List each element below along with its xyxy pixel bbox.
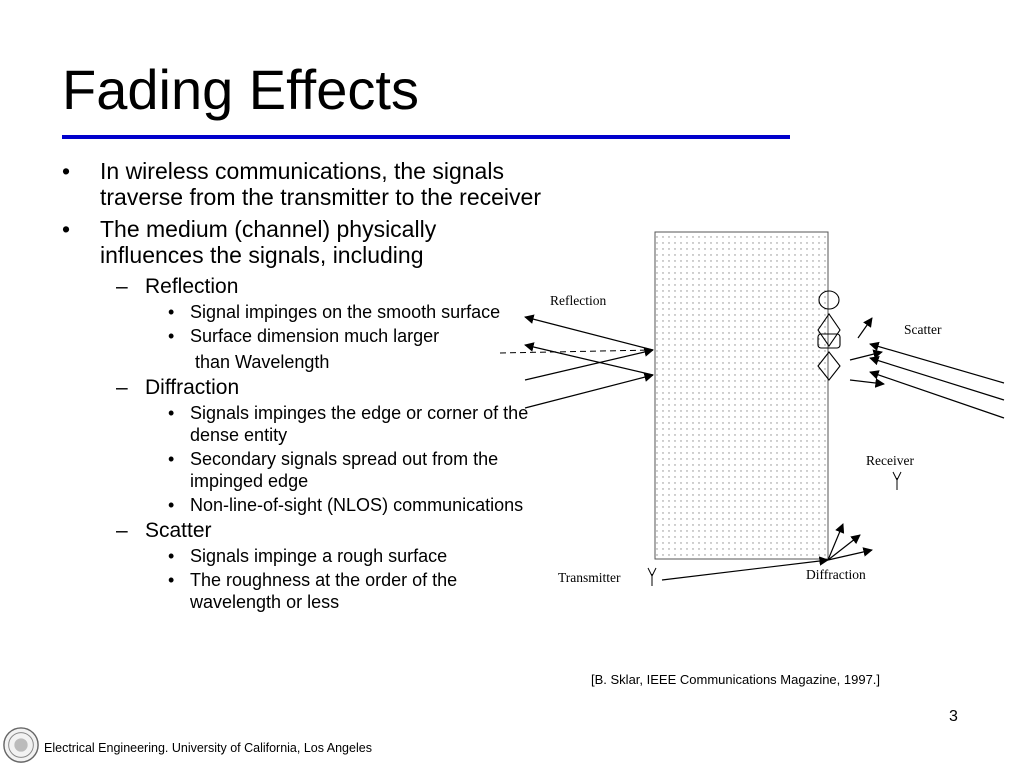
sub-sub-bullet-continuation: than Wavelength [62, 351, 542, 373]
sub-sub-bullet-item: • Surface dimension much larger [62, 325, 542, 347]
obstacle-wall [654, 231, 829, 560]
sub-bullet-item: – Reflection [62, 274, 542, 299]
sub-bullet-item: – Scatter [62, 518, 542, 543]
page-number: 3 [949, 708, 958, 725]
sub-sub-bullet-item: • Signals impinges the edge or corner of… [62, 402, 542, 446]
title-underline [62, 135, 790, 139]
bullet-mark: • [168, 495, 175, 515]
sub-sub-bullet-text: Signals impinge a rough surface [190, 546, 448, 566]
receiver-antenna-icon [892, 471, 902, 490]
slide-title: Fading Effects [62, 58, 419, 121]
bullet-text: In wireless communications, the signals … [100, 158, 541, 210]
sub-sub-bullet-text: Signal impinges on the smooth surface [190, 302, 501, 322]
scatter-rays [849, 317, 1005, 419]
sub-sub-bullet-item: • Signal impinges on the smooth surface [62, 301, 542, 323]
bullet-mark: • [168, 546, 175, 566]
university-seal-icon [3, 727, 39, 763]
diffraction-rays [661, 523, 873, 581]
bullet-mark: • [168, 570, 175, 590]
bullet-mark: • [168, 403, 175, 423]
bullet-list: • In wireless communications, the signal… [62, 158, 542, 613]
reflection-rays [524, 314, 654, 409]
bullet-mark: • [168, 326, 175, 346]
transmitter-antenna-icon [647, 567, 657, 586]
sub-sub-bullet-item: • Signals impinge a rough surface [62, 545, 542, 567]
bullet-text: The medium (channel) physically influenc… [100, 216, 437, 268]
sub-sub-bullet-item: • Secondary signals spread out from the … [62, 448, 542, 492]
bullet-mark: • [62, 216, 71, 242]
dash-mark: – [116, 275, 128, 298]
sub-sub-bullet-item: • Non-line-of-sight (NLOS) communication… [62, 494, 542, 516]
citation: [B. Sklar, IEEE Communications Magazine,… [591, 672, 881, 687]
sub-sub-bullet-text: Surface dimension much larger [190, 326, 440, 346]
sub-sub-bullet-text: Signals impinges the edge or corner of t… [190, 403, 529, 445]
sub-sub-bullet-text: Secondary signals spread out from the im… [190, 449, 499, 491]
bullet-mark: • [62, 158, 71, 184]
reflection-label: Reflection [550, 293, 606, 308]
sub-sub-bullet-text: Non-line-of-sight (NLOS) communications [190, 495, 524, 515]
sub-sub-bullet-item: • The roughness at the order of the wave… [62, 569, 542, 613]
diffraction-label: Diffraction [806, 567, 866, 582]
bullet-mark: • [168, 449, 175, 469]
bullet-item: • The medium (channel) physically influe… [62, 216, 542, 268]
sub-sub-bullet-text: than Wavelength [195, 352, 330, 372]
sub-bullet-text: Reflection [145, 275, 239, 298]
sub-bullet-text: Diffraction [145, 376, 240, 399]
sub-bullet-item: – Diffraction [62, 375, 542, 400]
sub-bullet-text: Scatter [145, 519, 212, 542]
sub-sub-bullet-text: The roughness at the order of the wavele… [190, 570, 458, 612]
dash-mark: – [116, 376, 128, 399]
scatter-label: Scatter [904, 322, 942, 337]
rough-surface-objects [817, 290, 841, 381]
bullet-mark: • [168, 302, 175, 322]
dash-mark: – [116, 519, 128, 542]
transmitter-label: Transmitter [558, 570, 621, 585]
receiver-label: Receiver [866, 453, 914, 468]
bullet-item: • In wireless communications, the signal… [62, 158, 542, 210]
footer-text: Electrical Engineering. University of Ca… [44, 741, 372, 755]
